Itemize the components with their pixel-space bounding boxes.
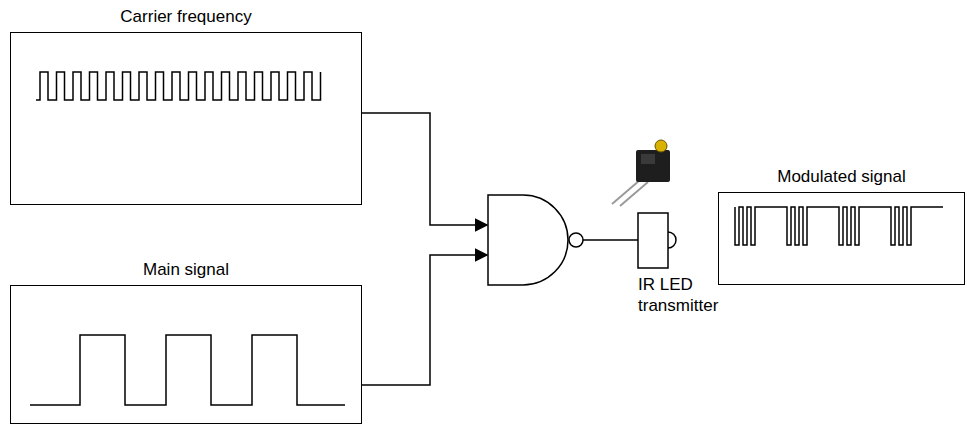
modulated-waveform (735, 207, 943, 245)
box-outline (10, 32, 362, 205)
led-photo (612, 140, 670, 206)
signal-box: Main signal (10, 259, 362, 424)
carrier-waveform (36, 72, 321, 100)
wire (583, 239, 638, 241)
led-lens (668, 232, 676, 248)
signal-box: Modulated signal (718, 166, 965, 285)
led-symbol (638, 213, 668, 268)
box-heading: Main signal (10, 259, 362, 280)
nand-gate (488, 195, 568, 285)
wire (362, 255, 487, 385)
box-heading: Modulated signal (718, 166, 965, 187)
main-waveform (30, 335, 345, 405)
inversion-bubble (569, 233, 583, 247)
signal-box: Carrier frequency (10, 6, 362, 205)
wire (362, 113, 487, 225)
led-label-node: IR LED transmitter (638, 274, 738, 317)
box-heading: Carrier frequency (10, 6, 362, 27)
box-outline (718, 192, 965, 285)
component-label: IR LED transmitter (638, 274, 738, 317)
box-outline (10, 285, 362, 424)
